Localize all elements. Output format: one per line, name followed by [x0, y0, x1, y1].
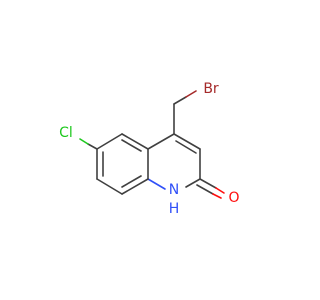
bond-c6-cl	[87, 143, 98, 150]
nitrogen-label: N	[169, 182, 179, 198]
bond-c6-cl-outer	[79, 138, 89, 145]
bond-c7-c8	[96, 178, 123, 195]
bond-c5-c6	[96, 133, 123, 150]
bond-c2-o	[199, 178, 217, 189]
bond-c4-c4a	[147, 133, 175, 150]
bond-c4a-c5	[121, 133, 149, 150]
bond-c2-n1	[185, 178, 201, 188]
bond-c8-c8a-double	[121, 175, 142, 188]
hydrogen-label: H	[169, 201, 180, 217]
bond-c4a-c5-double	[121, 139, 142, 152]
molecule-structure: Br Cl N H O	[59, 81, 239, 217]
bond-c8-c8a	[121, 178, 149, 195]
bond-c4-c3	[173, 133, 201, 150]
bromine-label: Br	[203, 81, 219, 97]
bond-n1-c8a	[147, 178, 166, 190]
chlorine-label: Cl	[59, 125, 73, 141]
bond-c2-o-double	[196, 184, 214, 195]
bond-c2-o-double-outer	[212, 193, 222, 199]
bond-c2-o-outer	[215, 187, 225, 194]
bond-ch2-br-outer	[185, 90, 197, 98]
bond-ch2-br	[173, 96, 187, 105]
bond-c4-c3-double	[175, 140, 197, 154]
oxygen-label: O	[228, 190, 239, 206]
